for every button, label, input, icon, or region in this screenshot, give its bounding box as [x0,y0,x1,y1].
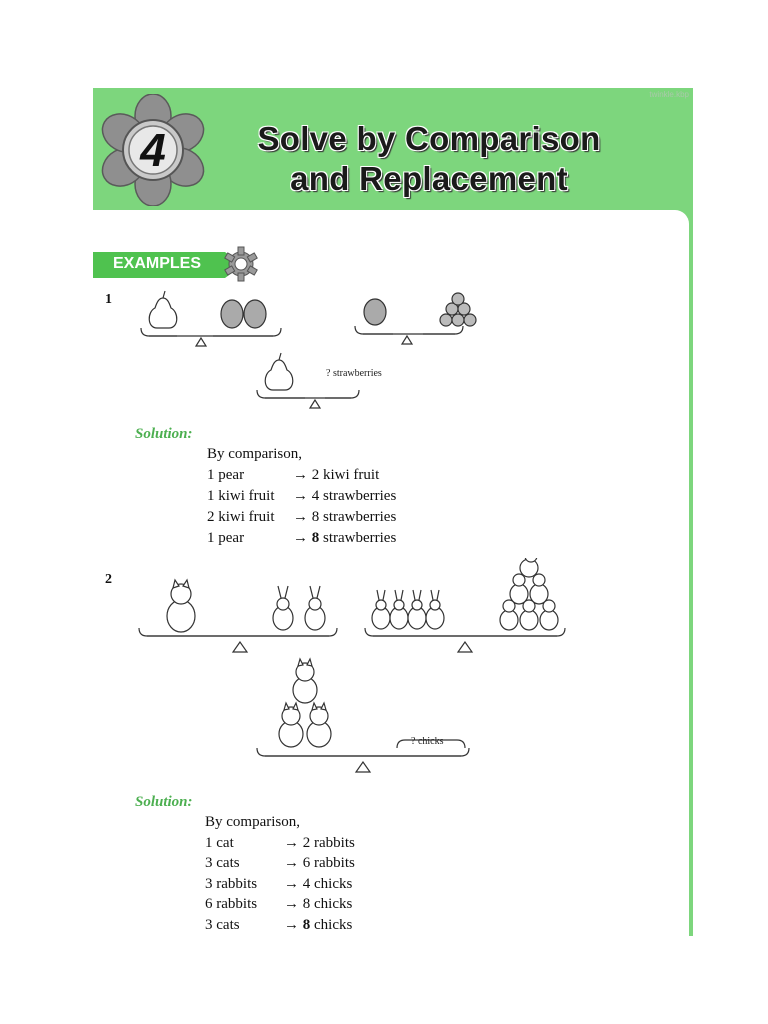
content-panel [93,210,689,936]
solution-line: 6 rabbits → 8 chicks [205,896,352,913]
example-1-question-label: ? strawberries [326,368,382,379]
arrow-icon: → [284,916,299,933]
worksheet-page: twinkle.kbp 4 Solve by Comparison and Re… [93,88,693,936]
arrow-icon: → [293,467,308,483]
chapter-number: 4 [139,124,166,176]
title-line-2: and Replacement [290,160,568,197]
solution-right: 8 strawberries [311,509,397,525]
example-2-balance-scales [138,558,566,773]
arrow-icon: → [284,896,299,912]
solution-right: 6 rabbits [302,855,355,871]
solution-right: chicks [310,916,353,933]
solution-line: 1 cat → 2 rabbits [205,835,355,852]
solution-answer: 8 [311,530,320,546]
solution-left: 3 rabbits [205,875,258,892]
solution-line: 1 pear → 2 kiwi fruit [207,467,379,484]
arrow-icon: → [293,509,308,525]
gear-icon [224,246,258,282]
examples-banner [93,252,243,278]
example-2-solution-label: Solution: [135,794,193,810]
solution-line: 2 kiwi fruit → 8 strawberries [207,509,396,526]
example-1-balance-scales [140,290,477,409]
solution-left: 6 rabbits [205,896,258,912]
solution-right: strawberries [319,530,397,546]
solution-left: 1 kiwi fruit [207,488,275,504]
solution-intro: By comparison, [207,446,302,462]
solution-line: 1 pear → 8 strawberries [207,530,396,547]
solution-left: 1 pear [207,530,245,546]
arrow-icon: → [284,834,299,851]
solution-line: By comparison, [205,814,300,831]
watermark: twinkle.kbp [649,90,689,99]
arrow-icon: → [293,530,308,546]
example-1-number: 1 [105,292,112,307]
example-2-question-label: ? chicks [411,736,444,747]
title-line-1: Solve by Comparison [257,120,601,157]
chapter-flower-badge: 4 [101,94,205,206]
solution-right: 4 strawberries [311,488,397,504]
solution-line: 3 cats → 6 rabbits [205,855,355,872]
example-1-solution-label: Solution: [135,426,193,442]
solution-right: 2 rabbits [302,834,355,851]
arrow-icon: → [293,488,308,504]
solution-line: By comparison, [207,446,302,463]
solution-line: 1 kiwi fruit → 4 strawberries [207,488,396,505]
solution-line: 3 rabbits → 4 chicks [205,876,352,893]
solution-right: 2 kiwi fruit [311,467,380,483]
solution-intro: By comparison, [205,814,300,830]
solution-line: 3 cats → 8 chicks [205,917,352,934]
solution-right: 4 chicks [302,875,353,892]
examples-heading: EXAMPLES [113,255,202,272]
arrow-icon: → [284,875,299,892]
arrow-icon: → [284,855,299,871]
solution-right: 8 chicks [302,896,353,912]
solution-left: 3 cats [205,916,240,933]
solution-left: 1 cat [205,834,234,851]
solution-answer: 8 [302,916,311,933]
solution-left: 2 kiwi fruit [207,509,275,525]
solution-left: 1 pear [207,467,245,483]
example-2-number: 2 [105,572,112,587]
solution-left: 3 cats [205,855,240,871]
